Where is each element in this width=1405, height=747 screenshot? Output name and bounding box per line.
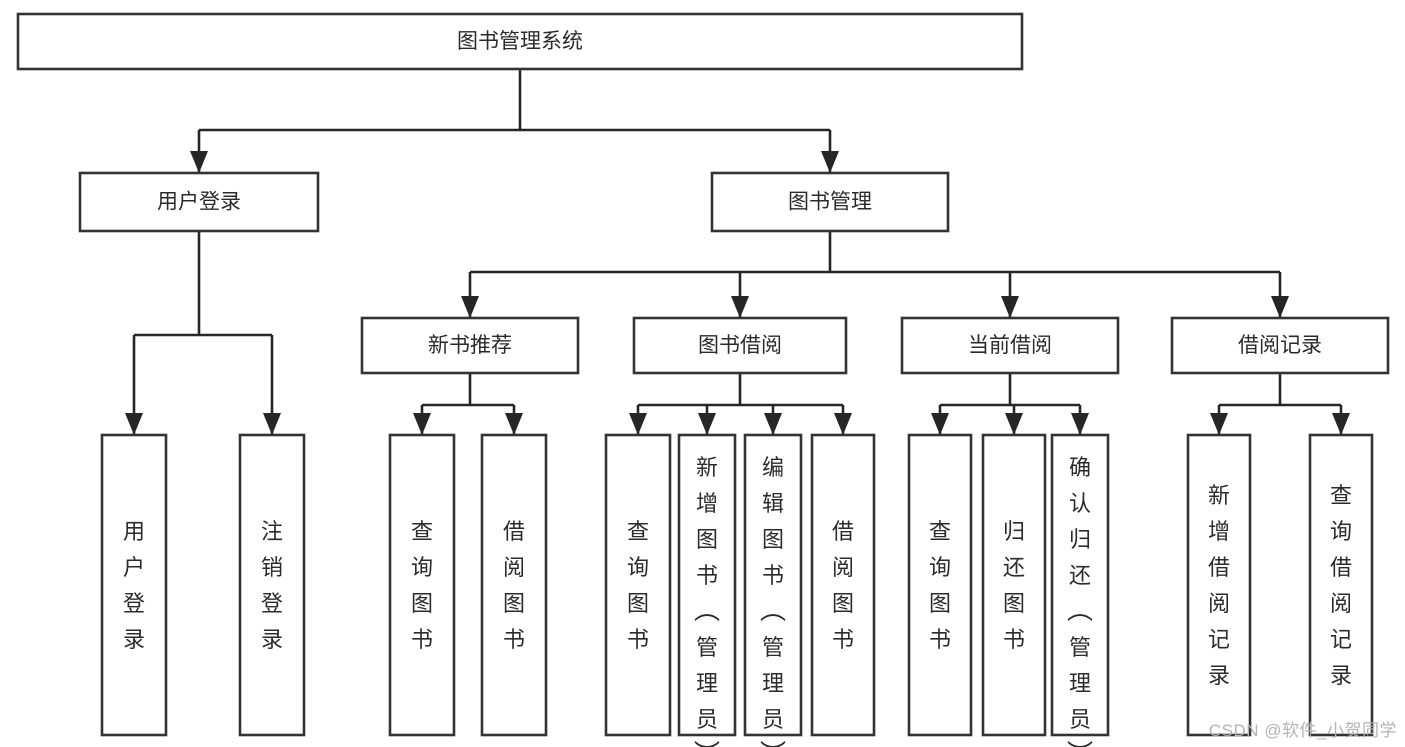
node-label: 借阅图书 (503, 519, 525, 652)
node-label: 新书推荐 (428, 334, 512, 357)
node-leaf-6[interactable]: 编辑图书︵管理员︶ (743, 433, 803, 747)
node-label: 图书管理系统 (457, 30, 583, 53)
arrow-head-icon (1005, 413, 1023, 435)
node-box (78, 171, 320, 233)
node-box (1186, 433, 1252, 737)
node-leaf-5[interactable]: 新增图书︵管理员︶ (677, 433, 737, 747)
node-label: 查询图书 (411, 519, 433, 652)
node-label: 查询图书 (627, 519, 649, 652)
node-leaf-3[interactable]: 借阅图书 (480, 433, 548, 737)
node-box (981, 433, 1047, 737)
arrow-head-icon (1210, 413, 1228, 435)
node-label: 确认归还︵管理员︶ (1067, 455, 1093, 747)
node-leaf-4[interactable]: 查询图书 (604, 433, 672, 737)
node-box (900, 316, 1120, 375)
node-layer: 图书管理系统用户登录图书管理新书推荐图书借阅当前借阅借阅记录用户登录注销登录查询… (16, 12, 1390, 747)
node-level3-3[interactable]: 借阅记录 (1170, 316, 1390, 375)
node-box (677, 433, 737, 737)
node-root-0[interactable]: 图书管理系统 (16, 12, 1024, 71)
arrow-head-icon (1332, 413, 1350, 435)
arrow-head-icon (413, 413, 431, 435)
node-leaf-7[interactable]: 借阅图书 (810, 433, 876, 737)
node-leaf-9[interactable]: 归还图书 (981, 433, 1047, 737)
node-label: 查询图书 (929, 519, 951, 652)
arrow-head-icon (931, 413, 949, 435)
node-label: 新增借阅记录 (1208, 483, 1230, 688)
node-box (360, 316, 580, 375)
node-leaf-10[interactable]: 确认归还︵管理员︶ (1050, 433, 1110, 747)
node-box (238, 433, 306, 737)
node-label: 当前借阅 (968, 334, 1052, 357)
node-leaf-12[interactable]: 查询借阅记录 (1308, 433, 1374, 737)
node-box (743, 433, 803, 737)
node-level3-2[interactable]: 当前借阅 (900, 316, 1120, 375)
arrow-head-icon (190, 151, 208, 173)
node-leaf-8[interactable]: 查询图书 (907, 433, 973, 737)
node-leaf-0[interactable]: 用户登录 (100, 433, 168, 737)
node-label: 用户登录 (157, 191, 241, 214)
node-box (388, 433, 456, 737)
node-label: 图书借阅 (698, 334, 782, 357)
node-box (16, 12, 1024, 71)
arrow-head-icon (1001, 296, 1019, 318)
node-level3-0[interactable]: 新书推荐 (360, 316, 580, 375)
connector-layer (125, 69, 1350, 435)
node-box (1170, 316, 1390, 375)
node-label: 注销登录 (261, 519, 283, 652)
arrow-head-icon (1071, 413, 1089, 435)
arrow-head-icon (698, 413, 716, 435)
node-box (1308, 433, 1374, 737)
arrow-head-icon (125, 413, 143, 435)
node-label: 借阅图书 (832, 519, 854, 652)
node-box (1050, 433, 1110, 737)
node-level3-1[interactable]: 图书借阅 (632, 316, 848, 375)
node-label: 编辑图书︵管理员︶ (760, 455, 786, 747)
arrow-head-icon (505, 413, 523, 435)
arrow-head-icon (764, 413, 782, 435)
node-level2-1[interactable]: 图书管理 (710, 171, 950, 233)
node-box (604, 433, 672, 737)
node-level2-0[interactable]: 用户登录 (78, 171, 320, 233)
node-label: 新增图书︵管理员︶ (694, 455, 720, 747)
node-leaf-1[interactable]: 注销登录 (238, 433, 306, 737)
node-box (100, 433, 168, 737)
node-label: 归还图书 (1003, 519, 1025, 652)
node-leaf-11[interactable]: 新增借阅记录 (1186, 433, 1252, 737)
arrow-head-icon (263, 413, 281, 435)
node-box (810, 433, 876, 737)
node-leaf-2[interactable]: 查询图书 (388, 433, 456, 737)
node-label: 借阅记录 (1238, 334, 1322, 357)
arrow-head-icon (821, 151, 839, 173)
node-box (907, 433, 973, 737)
node-label: 用户登录 (123, 519, 145, 652)
node-label: 查询借阅记录 (1330, 483, 1352, 688)
node-box (480, 433, 548, 737)
node-label: 图书管理 (788, 191, 872, 214)
arrow-head-icon (461, 296, 479, 318)
arrow-head-icon (834, 413, 852, 435)
node-box (710, 171, 950, 233)
arrow-head-icon (1271, 296, 1289, 318)
arrow-head-icon (629, 413, 647, 435)
arrow-head-icon (731, 296, 749, 318)
node-box (632, 316, 848, 375)
